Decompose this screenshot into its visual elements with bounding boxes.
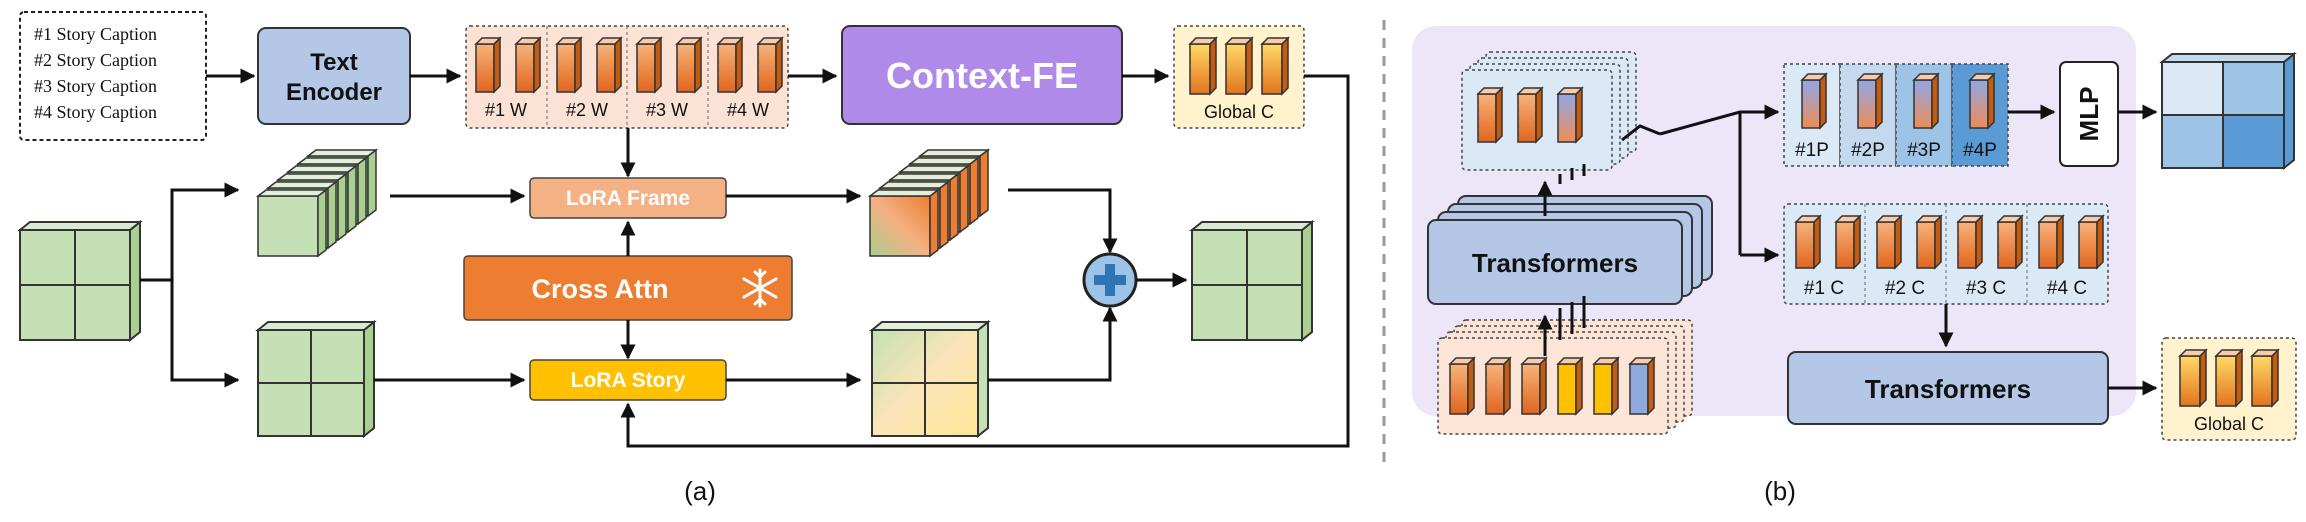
prompt-token-stack bbox=[1461, 51, 1637, 171]
word-token-bar bbox=[756, 36, 784, 94]
global-context-b: Global C bbox=[2161, 337, 2297, 441]
context-token-bar bbox=[1834, 214, 1862, 270]
context-label-1: #1 C bbox=[1804, 278, 1844, 299]
prompt-features-group: #1P #2P #3P #4P bbox=[1783, 63, 2009, 167]
context-token-bar bbox=[1794, 214, 1822, 270]
caption-1: #1 Story Caption bbox=[34, 24, 157, 44]
frame-output bbox=[867, 188, 941, 258]
word-label-4: #4 W bbox=[727, 100, 769, 120]
global-c-label-a: Global C bbox=[1204, 102, 1274, 122]
context-label-4: #4 C bbox=[2047, 278, 2087, 299]
global-token-bar bbox=[1224, 36, 1254, 96]
frame-latent bbox=[255, 188, 329, 258]
prompt-feature-bar bbox=[1856, 72, 1884, 130]
output-latent-cube bbox=[1189, 219, 1315, 343]
transformers-bottom-block: Transformers bbox=[1787, 351, 2109, 425]
transformers-top-label: Transformers bbox=[1472, 248, 1638, 278]
prompt-label-4: #4P bbox=[1963, 140, 1997, 161]
context-token-bar bbox=[2077, 214, 2105, 270]
input-token-bar bbox=[1484, 356, 1512, 416]
context-label-3: #3 C bbox=[1966, 278, 2006, 299]
context-token-bar bbox=[1996, 214, 2024, 270]
global-token-bar bbox=[2214, 348, 2244, 408]
input-token-bar bbox=[1592, 356, 1620, 416]
mlp-label: MLP bbox=[2074, 87, 2104, 142]
story-latent-cube bbox=[255, 319, 377, 439]
global-c-label-b: Global C bbox=[2194, 414, 2264, 434]
mlp-block: MLP bbox=[2059, 61, 2119, 167]
word-label-1: #1 W bbox=[485, 100, 527, 120]
word-token-bar bbox=[474, 36, 502, 94]
word-token-bar bbox=[716, 36, 744, 94]
word-token-bar bbox=[595, 36, 623, 94]
prompt-feature-bar bbox=[1912, 72, 1940, 130]
input-token-bar bbox=[1556, 356, 1584, 416]
context-fe-block: Context-FE bbox=[841, 25, 1123, 125]
text-encoder-line2: Encoder bbox=[286, 79, 382, 106]
lora-frame-block: LoRA Frame bbox=[529, 177, 727, 219]
text-encoder-line1: Text bbox=[310, 49, 358, 76]
lora-frame-label: LoRA Frame bbox=[566, 187, 690, 210]
input-token-bar bbox=[1448, 356, 1476, 416]
word-token-bar bbox=[514, 36, 542, 94]
prompt-label-1: #1P bbox=[1795, 140, 1829, 161]
caption-b: (b) bbox=[1764, 476, 1796, 506]
prompt-token-bar bbox=[1556, 86, 1584, 144]
frame-stack-green bbox=[255, 148, 379, 258]
context-label-2: #2 C bbox=[1885, 278, 1925, 299]
prompt-label-3: #3P bbox=[1907, 140, 1941, 161]
caption-2: #2 Story Caption bbox=[34, 50, 157, 70]
word-token-bar bbox=[675, 36, 703, 94]
lora-story-block: LoRA Story bbox=[529, 359, 727, 401]
frame-output-stack bbox=[867, 148, 991, 258]
caption-a: (a) bbox=[684, 476, 716, 506]
context-token-bar bbox=[1956, 214, 1984, 270]
global-context-a: Global C bbox=[1173, 25, 1305, 129]
context-fe-label: Context-FE bbox=[886, 55, 1078, 96]
context-token-bar bbox=[2037, 214, 2065, 270]
cross-attn-label: Cross Attn bbox=[531, 274, 668, 304]
global-token-bar bbox=[1188, 36, 1218, 96]
prompt-feature-bar bbox=[1800, 72, 1828, 130]
caption-4: #4 Story Caption bbox=[34, 102, 157, 122]
word-label-2: #2 W bbox=[566, 100, 608, 120]
context-token-bar bbox=[1915, 214, 1943, 270]
word-features-group: #1 W #2 W #3 W #4 W bbox=[465, 25, 789, 129]
word-token-bar bbox=[635, 36, 663, 94]
caption-3: #3 Story Caption bbox=[34, 76, 157, 96]
word-token-bar bbox=[555, 36, 583, 94]
lora-weight-cube bbox=[2159, 51, 2297, 171]
cross-attn-block: Cross Attn bbox=[463, 255, 793, 321]
global-token-bar bbox=[2250, 348, 2280, 408]
transformers-top-stack: Transformers bbox=[1427, 195, 1713, 305]
input-latent-cube bbox=[17, 219, 143, 343]
prompt-token-bar bbox=[1476, 86, 1504, 144]
story-output-cube bbox=[869, 319, 991, 439]
context-features-group: #1 C #2 C #3 C #4 C bbox=[1783, 203, 2109, 305]
snowflake-icon bbox=[742, 268, 778, 308]
text-encoder-block: Text Encoder bbox=[257, 27, 411, 125]
input-token-bar bbox=[1628, 356, 1656, 416]
global-token-bar bbox=[2178, 348, 2208, 408]
story-captions-box: #1 Story Caption #2 Story Caption #3 Sto… bbox=[19, 11, 207, 141]
prompt-label-2: #2P bbox=[1851, 140, 1885, 161]
lora-story-label: LoRA Story bbox=[571, 369, 686, 392]
context-token-bar bbox=[1875, 214, 1903, 270]
input-token-stack bbox=[1437, 319, 1693, 435]
add-icon bbox=[1082, 252, 1138, 308]
prompt-token-bar bbox=[1516, 86, 1544, 144]
word-label-3: #3 W bbox=[646, 100, 688, 120]
transformers-bottom-label: Transformers bbox=[1865, 374, 2031, 404]
input-token-bar bbox=[1520, 356, 1548, 416]
global-token-bar bbox=[1260, 36, 1290, 96]
prompt-feature-bar bbox=[1968, 72, 1996, 130]
